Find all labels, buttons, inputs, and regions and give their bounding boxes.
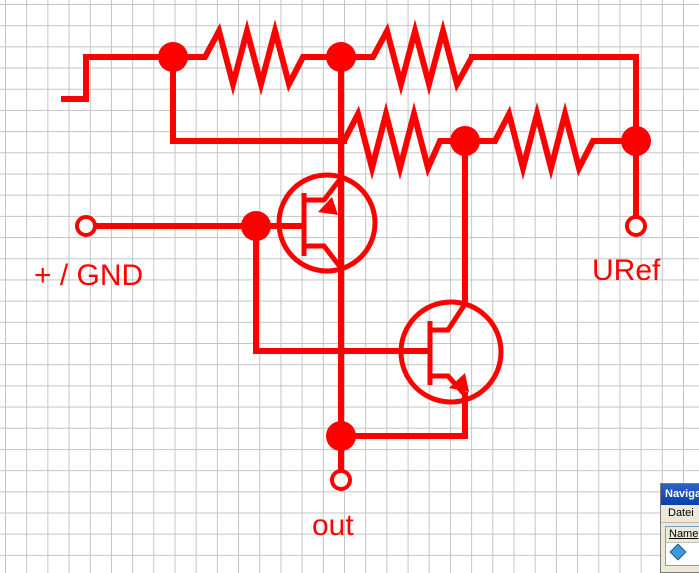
wire-q2-emitter bbox=[338, 392, 468, 439]
resistors bbox=[173, 19, 636, 180]
junction-node bbox=[158, 42, 188, 72]
terminal-out bbox=[330, 469, 352, 491]
wire-ground-stub bbox=[61, 54, 176, 102]
junction-node bbox=[621, 126, 651, 156]
navigator-column-name[interactable]: Name bbox=[666, 527, 699, 543]
circuit-schematic: + / GND URef out bbox=[34, 19, 661, 542]
junction-node bbox=[326, 42, 356, 72]
transistor-q1 bbox=[276, 172, 378, 274]
label-out: out bbox=[312, 509, 354, 542]
transistor-q2-collector bbox=[430, 302, 468, 333]
junction-node bbox=[450, 126, 480, 156]
transistor-q2 bbox=[398, 299, 504, 405]
navigator-list[interactable]: Name bbox=[665, 526, 699, 566]
terminal-gnd bbox=[75, 215, 97, 237]
navigator-title[interactable]: Naviga bbox=[661, 484, 699, 505]
wire-left-loop bbox=[170, 54, 347, 144]
junction-node bbox=[241, 211, 271, 241]
transistor-q2-body bbox=[398, 299, 504, 405]
resistor-r2 bbox=[341, 19, 475, 96]
transistor-q1-body bbox=[276, 172, 378, 274]
gem-icon[interactable] bbox=[669, 543, 687, 561]
transistor-q1-collector bbox=[304, 176, 343, 203]
terminals bbox=[75, 215, 647, 491]
terminal-uref bbox=[625, 215, 647, 237]
navigator-menu-file[interactable]: Datei bbox=[661, 505, 699, 523]
label-uref: URef bbox=[592, 254, 661, 287]
resistor-r1 bbox=[173, 19, 341, 96]
transistor-q1-emitter bbox=[304, 243, 343, 270]
resistor-r3 bbox=[341, 102, 465, 180]
navigator-window[interactable]: Naviga Datei Name bbox=[660, 483, 699, 573]
wire-base-link bbox=[253, 223, 430, 354]
transistor-q1-emitter-arrow bbox=[318, 197, 338, 215]
resistor-r4 bbox=[465, 102, 636, 180]
transistor-q2-emitter-arrow bbox=[449, 373, 469, 392]
junction-nodes bbox=[158, 42, 651, 451]
label-gnd: + / GND bbox=[34, 259, 143, 292]
junction-node bbox=[326, 421, 356, 451]
